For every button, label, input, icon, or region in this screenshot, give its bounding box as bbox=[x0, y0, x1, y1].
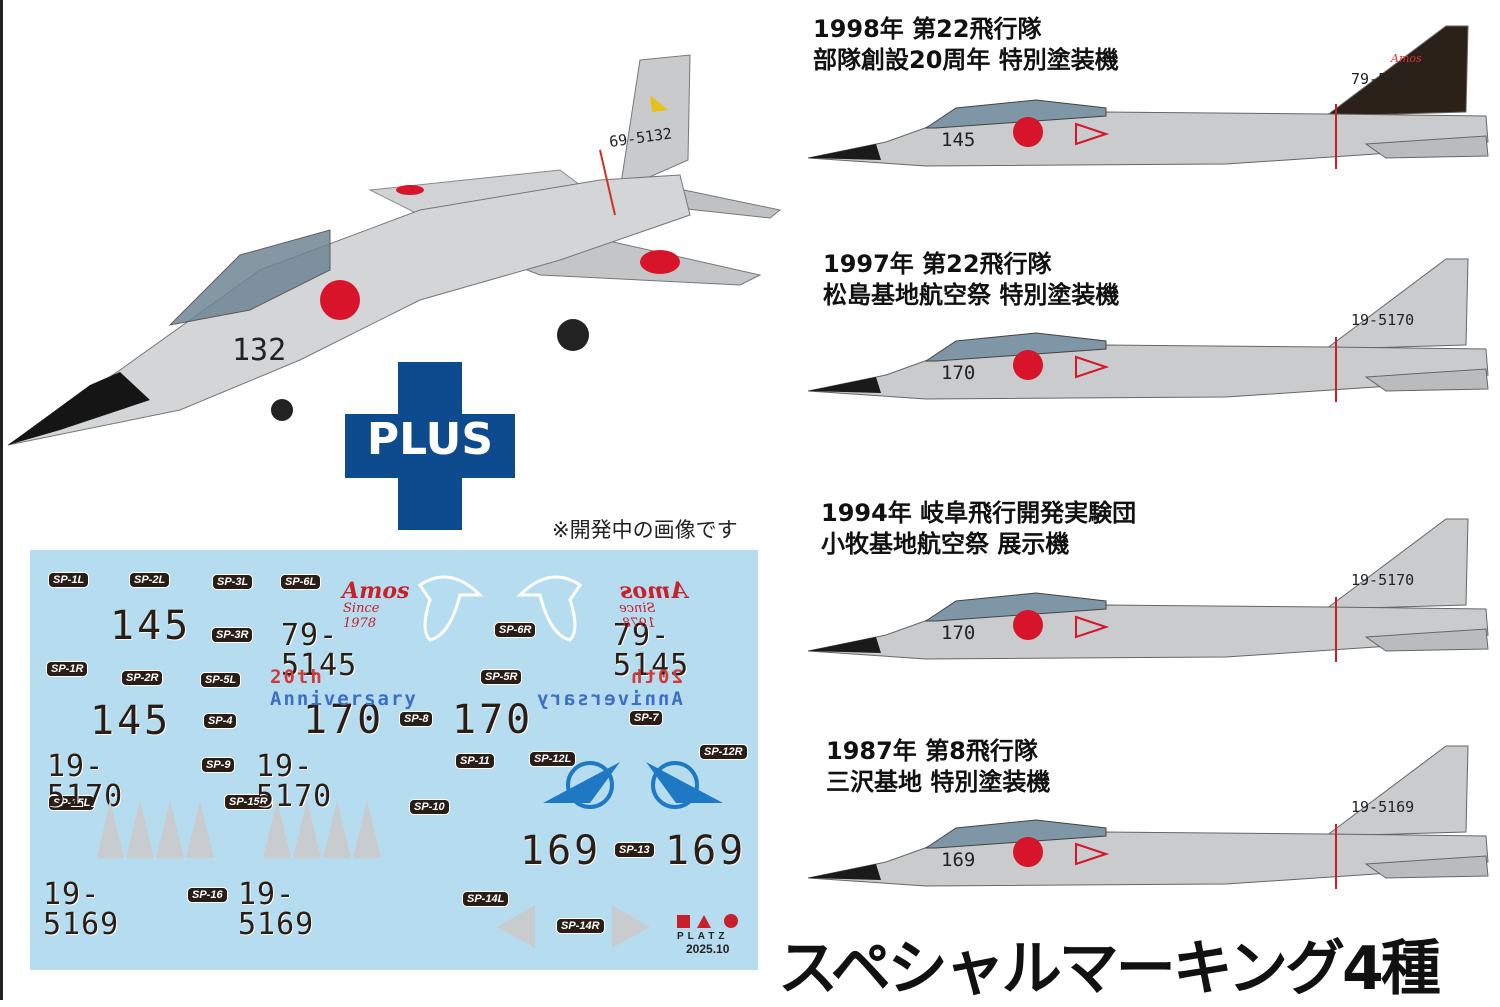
decal-label: SP-12R bbox=[699, 744, 748, 760]
side-number: 170 bbox=[941, 622, 975, 644]
nose-radome bbox=[808, 377, 881, 393]
scheme-3-profile: 19-5170 170 bbox=[807, 518, 1489, 662]
arrow-marking bbox=[1075, 355, 1110, 379]
decal-label: SP-1L bbox=[48, 572, 90, 588]
hinomaru bbox=[1013, 837, 1043, 867]
decal-label: SP-15L bbox=[48, 795, 96, 811]
decal-label: SP-6R bbox=[494, 622, 537, 638]
scheme-4-profile: 19-5169 169 bbox=[807, 745, 1489, 889]
anniversary-text-mirrored: 20th Anniversary bbox=[534, 666, 683, 710]
hinomaru bbox=[1013, 117, 1043, 147]
development-image-note: ※開発中の画像です bbox=[552, 518, 738, 542]
decal-label: SP-7 bbox=[629, 710, 664, 726]
decal-sheet bbox=[30, 550, 758, 970]
plus-cross-horizontal bbox=[345, 414, 515, 478]
decal-number: 79-5145 bbox=[613, 618, 688, 681]
decal-number: 79-5145 bbox=[281, 618, 356, 681]
tail-fin bbox=[1324, 258, 1469, 350]
canopy bbox=[924, 99, 1107, 129]
side-number: 145 bbox=[941, 129, 975, 151]
tail-fin bbox=[1324, 25, 1469, 117]
since-text: Since 1978 bbox=[343, 601, 380, 631]
decal-number: 169 bbox=[520, 828, 602, 874]
tail-logo-text: Amos bbox=[1390, 52, 1422, 65]
decal-label: SP-5R bbox=[480, 669, 523, 685]
decal-label: SP-14R bbox=[556, 918, 605, 934]
side-number: 170 bbox=[941, 362, 975, 384]
brand-name: PLATZ bbox=[677, 931, 729, 942]
decal-label: SP-13 bbox=[614, 842, 655, 858]
canopy bbox=[924, 819, 1107, 849]
scheme-3-title: 1994年 岐阜飛行開発実験団小牧基地航空祭 展示機 bbox=[821, 499, 1137, 558]
decal-label: SP-5L bbox=[200, 672, 242, 688]
decal-label: SP-9 bbox=[201, 757, 236, 773]
nose-radome bbox=[808, 144, 881, 160]
hinomaru bbox=[1013, 350, 1043, 380]
scheme-1-profile: 79-5145 145 Amos bbox=[807, 25, 1489, 169]
arrow-marking bbox=[1075, 122, 1110, 146]
sheet-date: 2025.10 bbox=[686, 942, 730, 956]
horizontal-stabilizer bbox=[1364, 368, 1489, 392]
decal-number: 145 bbox=[90, 698, 172, 744]
scheme-4-title: 1987年 第8飛行隊三沢基地 特別塗装機 bbox=[826, 737, 1051, 796]
horizontal-stabilizer bbox=[1364, 628, 1489, 652]
decal-number: 19-5170 bbox=[256, 749, 333, 814]
nose-radome bbox=[808, 637, 881, 653]
scheme-2-title: 1997年 第22飛行隊松島基地航空祭 特別塗装機 bbox=[823, 250, 1120, 309]
amos-logo: Amos bbox=[342, 578, 410, 604]
decal-label: SP-6L bbox=[280, 574, 322, 590]
hinomaru bbox=[1013, 610, 1043, 640]
decal-label: SP-1R bbox=[46, 661, 89, 677]
decal-number: 170 bbox=[452, 697, 534, 743]
tail-code: 19-5170 bbox=[1351, 571, 1414, 589]
amos-logo-mirrored: Amos bbox=[620, 578, 688, 604]
decal-label: SP-3R bbox=[211, 627, 254, 643]
horizontal-stabilizer bbox=[1364, 855, 1489, 879]
arrow-marking bbox=[1075, 842, 1110, 866]
since-text-mirrored: Since 1978 bbox=[619, 601, 656, 631]
decal-label: SP-12L bbox=[529, 751, 577, 767]
arrow-marking bbox=[1075, 615, 1110, 639]
main-side-number: 132 bbox=[232, 333, 286, 368]
tail-fin bbox=[1324, 518, 1469, 610]
main-title: スペシャルマーキング4種 bbox=[778, 934, 1441, 1004]
canopy bbox=[924, 592, 1107, 622]
decal-label: SP-16 bbox=[187, 887, 228, 903]
decal-label: SP-8 bbox=[399, 711, 434, 727]
tail-fin bbox=[1324, 745, 1469, 837]
decal-number: 145 bbox=[110, 603, 192, 649]
decal-label: SP-15R bbox=[224, 794, 273, 810]
scheme-2-profile: 19-5170 170 bbox=[807, 258, 1489, 402]
decal-label: SP-10 bbox=[409, 799, 450, 815]
main-aircraft-photo: 69-5132 132 bbox=[7, 54, 782, 446]
canopy bbox=[924, 332, 1107, 362]
decal-label: SP-3L bbox=[212, 574, 254, 590]
scheme-1-title: 1998年 第22飛行隊部隊創設20周年 特別塗装機 bbox=[813, 15, 1119, 74]
decal-number: 170 bbox=[303, 697, 385, 743]
decal-label: SP-2L bbox=[129, 572, 171, 588]
anniversary-text: 20th Anniversary bbox=[270, 666, 418, 710]
horizontal-stabilizer bbox=[1364, 135, 1489, 159]
decal-number: 19-5169 bbox=[238, 877, 315, 942]
decal-number: 19-5169 bbox=[43, 877, 120, 942]
tail-code: 19-5169 bbox=[1351, 798, 1414, 816]
decal-label: SP-2R bbox=[121, 670, 164, 686]
decal-label: SP-14L bbox=[462, 891, 510, 907]
plus-label: PLUS bbox=[366, 414, 494, 465]
decal-label: SP-11 bbox=[455, 753, 495, 769]
tail-code: 19-5170 bbox=[1351, 311, 1414, 329]
decal-number: 169 bbox=[665, 828, 747, 874]
decal-label: SP-4 bbox=[203, 713, 238, 729]
side-number: 169 bbox=[941, 849, 975, 871]
nose-radome bbox=[808, 864, 881, 880]
tail-code: 79-5145 bbox=[1351, 70, 1414, 88]
frame-border bbox=[0, 0, 3, 1000]
decal-number: 19-5170 bbox=[47, 749, 124, 814]
